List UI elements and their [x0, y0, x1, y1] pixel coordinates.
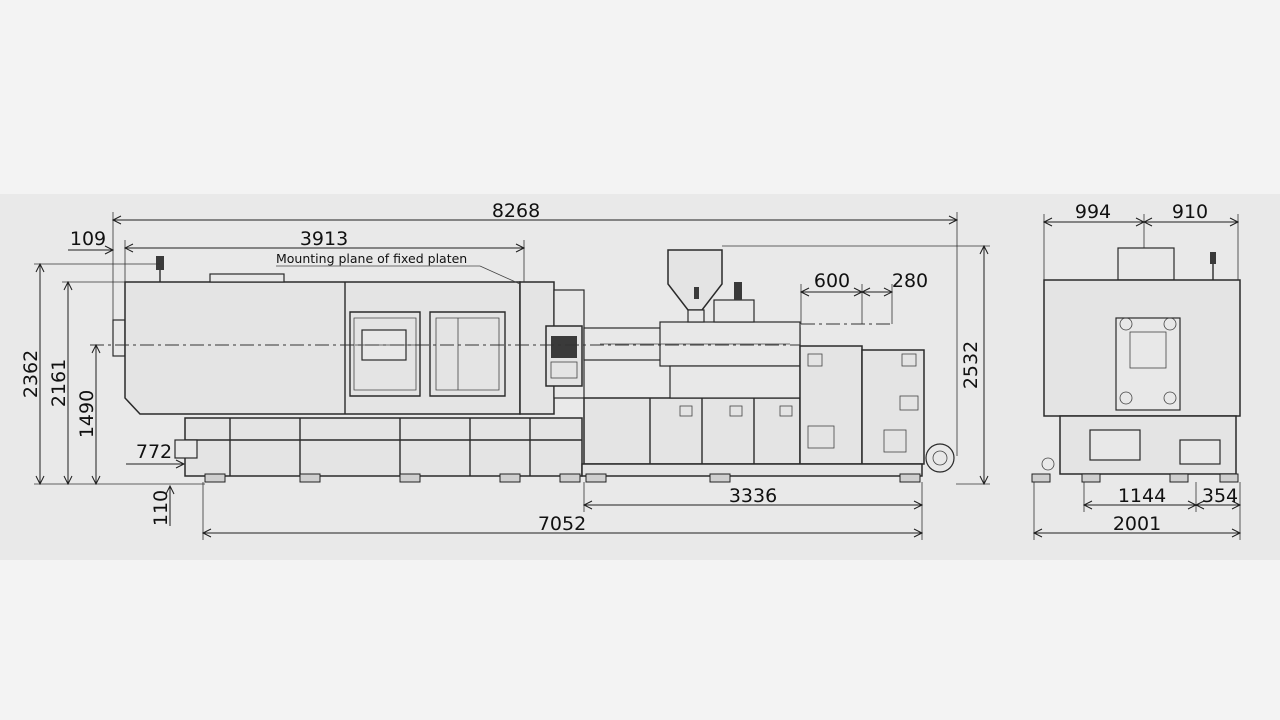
foot-7 [709, 473, 731, 483]
electric-cabinet-b [861, 349, 925, 465]
foot-4 [499, 473, 521, 483]
injection-slide [669, 365, 801, 399]
cabinet-b-door [883, 429, 907, 453]
dim-foot-span: 1144 [1118, 485, 1166, 507]
end-platen [1115, 317, 1181, 411]
end-hopper [1117, 247, 1175, 281]
side-dimensions: 8268 3913 109 Mounting plane of fixed pl… [20, 200, 990, 540]
safety-window-left [349, 311, 421, 397]
control-panel-keys [550, 361, 578, 379]
cabinet-vent-3 [779, 405, 793, 417]
tie-bar-1 [1119, 317, 1133, 331]
foot-8 [899, 473, 921, 483]
injection-base-frame [581, 463, 923, 477]
clamp-top-box [209, 273, 285, 283]
dim-overall-length: 8268 [492, 200, 540, 222]
dim-injection-base-length: 3336 [729, 485, 777, 507]
end-dimensions: 994 910 1144 354 2001 [1032, 201, 1242, 540]
end-pump [1089, 429, 1141, 461]
cabinet-b-vent [901, 353, 917, 367]
clamp-lamp [156, 256, 164, 270]
end-lamp [1210, 252, 1216, 264]
end-foot-4 [1219, 473, 1239, 483]
tie-bar-2 [1163, 317, 1177, 331]
control-panel-screen [551, 336, 577, 358]
clamp-unit [124, 281, 521, 415]
dim-arrows-overall-length [111, 215, 959, 225]
safety-window-right-inner [435, 317, 500, 391]
clamp-base-frame [184, 417, 583, 477]
dim-machine-height: 2161 [48, 359, 70, 407]
valve-actuator [734, 282, 742, 300]
dim-end-left-half: 994 [1075, 201, 1111, 223]
end-foot-1 [1031, 473, 1051, 483]
dim-fixed-platen-offset: 3913 [300, 228, 348, 250]
end-platen-core [1129, 331, 1167, 369]
dim-side-offset: 354 [1202, 485, 1238, 507]
foot-5 [559, 473, 581, 483]
dim-injection-unit-width-a: 600 [814, 270, 850, 292]
cabinet-a-vent [807, 353, 823, 367]
tie-bar-3 [1119, 391, 1133, 405]
hopper-throat [687, 309, 705, 323]
dim-end-right-half: 910 [1172, 201, 1208, 223]
dim-base-height: 110 [150, 490, 172, 526]
dim-total-height: 2362 [20, 350, 42, 398]
end-foot-2 [1081, 473, 1101, 483]
end-view [1031, 247, 1241, 483]
dim-injection-unit-width-b: 280 [892, 270, 928, 292]
end-valve [1179, 439, 1221, 465]
safety-window-right [429, 311, 506, 397]
end-roller [1041, 457, 1055, 471]
cabinet-vent-1 [679, 405, 693, 417]
electric-cabinet-a [799, 345, 863, 465]
foot-6 [585, 473, 607, 483]
safety-window-left-inner [353, 317, 417, 391]
cabinet-b-vent-2 [899, 395, 919, 411]
dim-rear-offset: 109 [70, 228, 106, 250]
foot-3 [399, 473, 421, 483]
pump-motor-hub [932, 450, 948, 466]
foot-1 [204, 473, 226, 483]
ejector-cylinder [174, 439, 198, 459]
dim-center-height: 1490 [76, 390, 98, 438]
side-view [90, 249, 955, 483]
hopper-window [694, 287, 699, 299]
pump-motor [925, 443, 955, 473]
dim-base-length: 7052 [538, 513, 586, 535]
cabinet-a-door [807, 425, 835, 449]
valve-block [713, 299, 755, 323]
rear-plate [112, 319, 126, 357]
note-mounting-plane: Mounting plane of fixed platen [276, 251, 467, 266]
dim-overall-width: 2001 [1113, 513, 1161, 535]
dim-hopper-height: 2532 [960, 341, 982, 389]
end-foot-3 [1169, 473, 1189, 483]
tie-bar-4 [1163, 391, 1177, 405]
cabinet-vent-2 [729, 405, 743, 417]
dim-front-offset: 772 [136, 441, 172, 463]
foot-2 [299, 473, 321, 483]
